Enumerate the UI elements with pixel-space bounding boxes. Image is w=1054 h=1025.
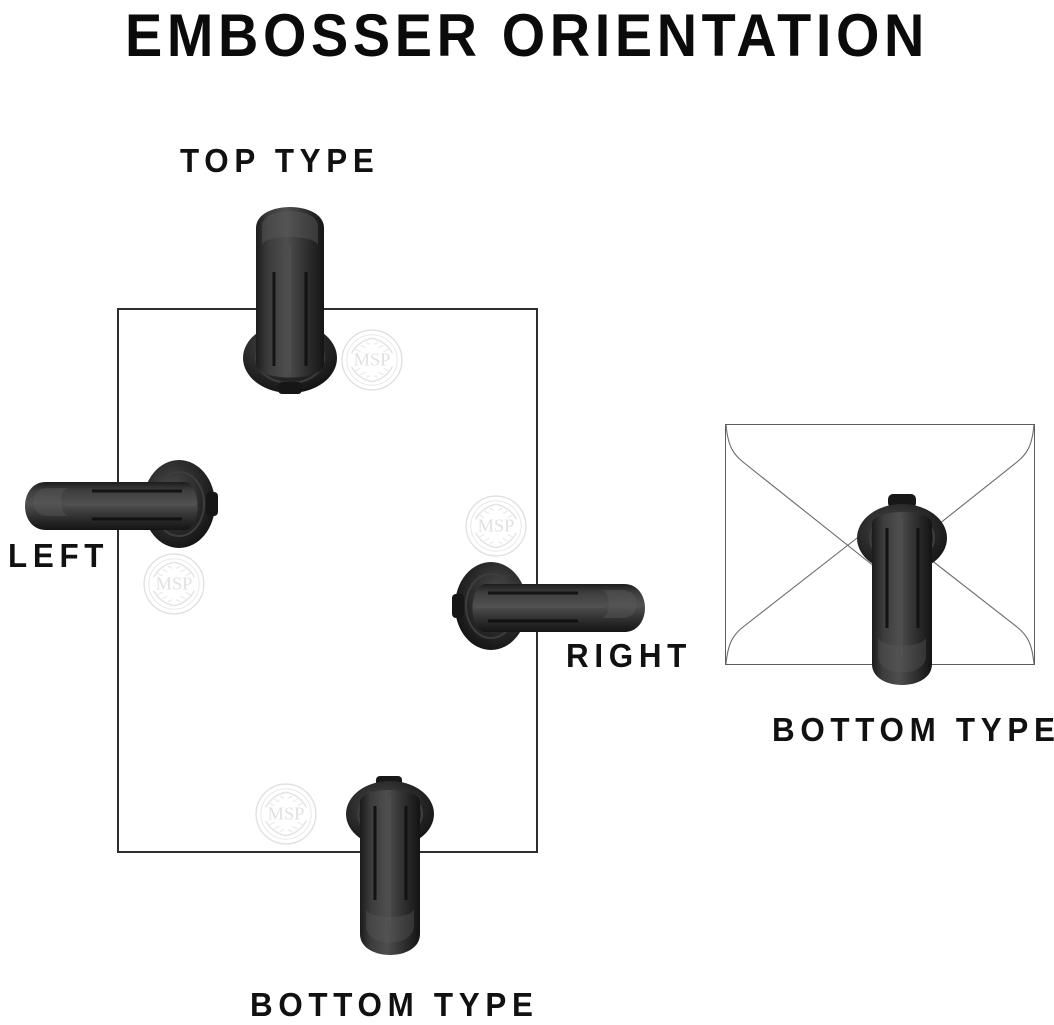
seal-monogram: MSP — [478, 515, 515, 535]
label-bottom-type-paper: BOTTOM TYPE — [250, 986, 539, 1023]
embossed-seal-watermark: MSP — [338, 326, 406, 394]
embosser-bottom-type-envelope — [850, 494, 954, 696]
envelope-flap-lines — [725, 424, 1035, 665]
label-top-type: TOP TYPE — [180, 142, 380, 179]
seal-monogram: MSP — [268, 803, 305, 823]
embosser-left-type — [4, 458, 218, 550]
embosser-right-type — [452, 560, 666, 652]
embosser-top-type — [232, 186, 348, 394]
embossed-seal-watermark: MSP — [462, 492, 530, 560]
embossed-seal-watermark: MSP — [140, 550, 208, 618]
embossed-seal-watermark: MSP — [252, 780, 320, 848]
page-title: EMBOSSER ORIENTATION — [125, 2, 929, 69]
seal-monogram: MSP — [156, 573, 193, 593]
label-left: LEFT — [8, 537, 110, 574]
label-right: RIGHT — [566, 637, 693, 674]
label-bottom-type-envelope: BOTTOM TYPE — [772, 711, 1054, 748]
embosser-bottom-type-paper — [338, 776, 442, 966]
seal-monogram: MSP — [354, 349, 391, 369]
